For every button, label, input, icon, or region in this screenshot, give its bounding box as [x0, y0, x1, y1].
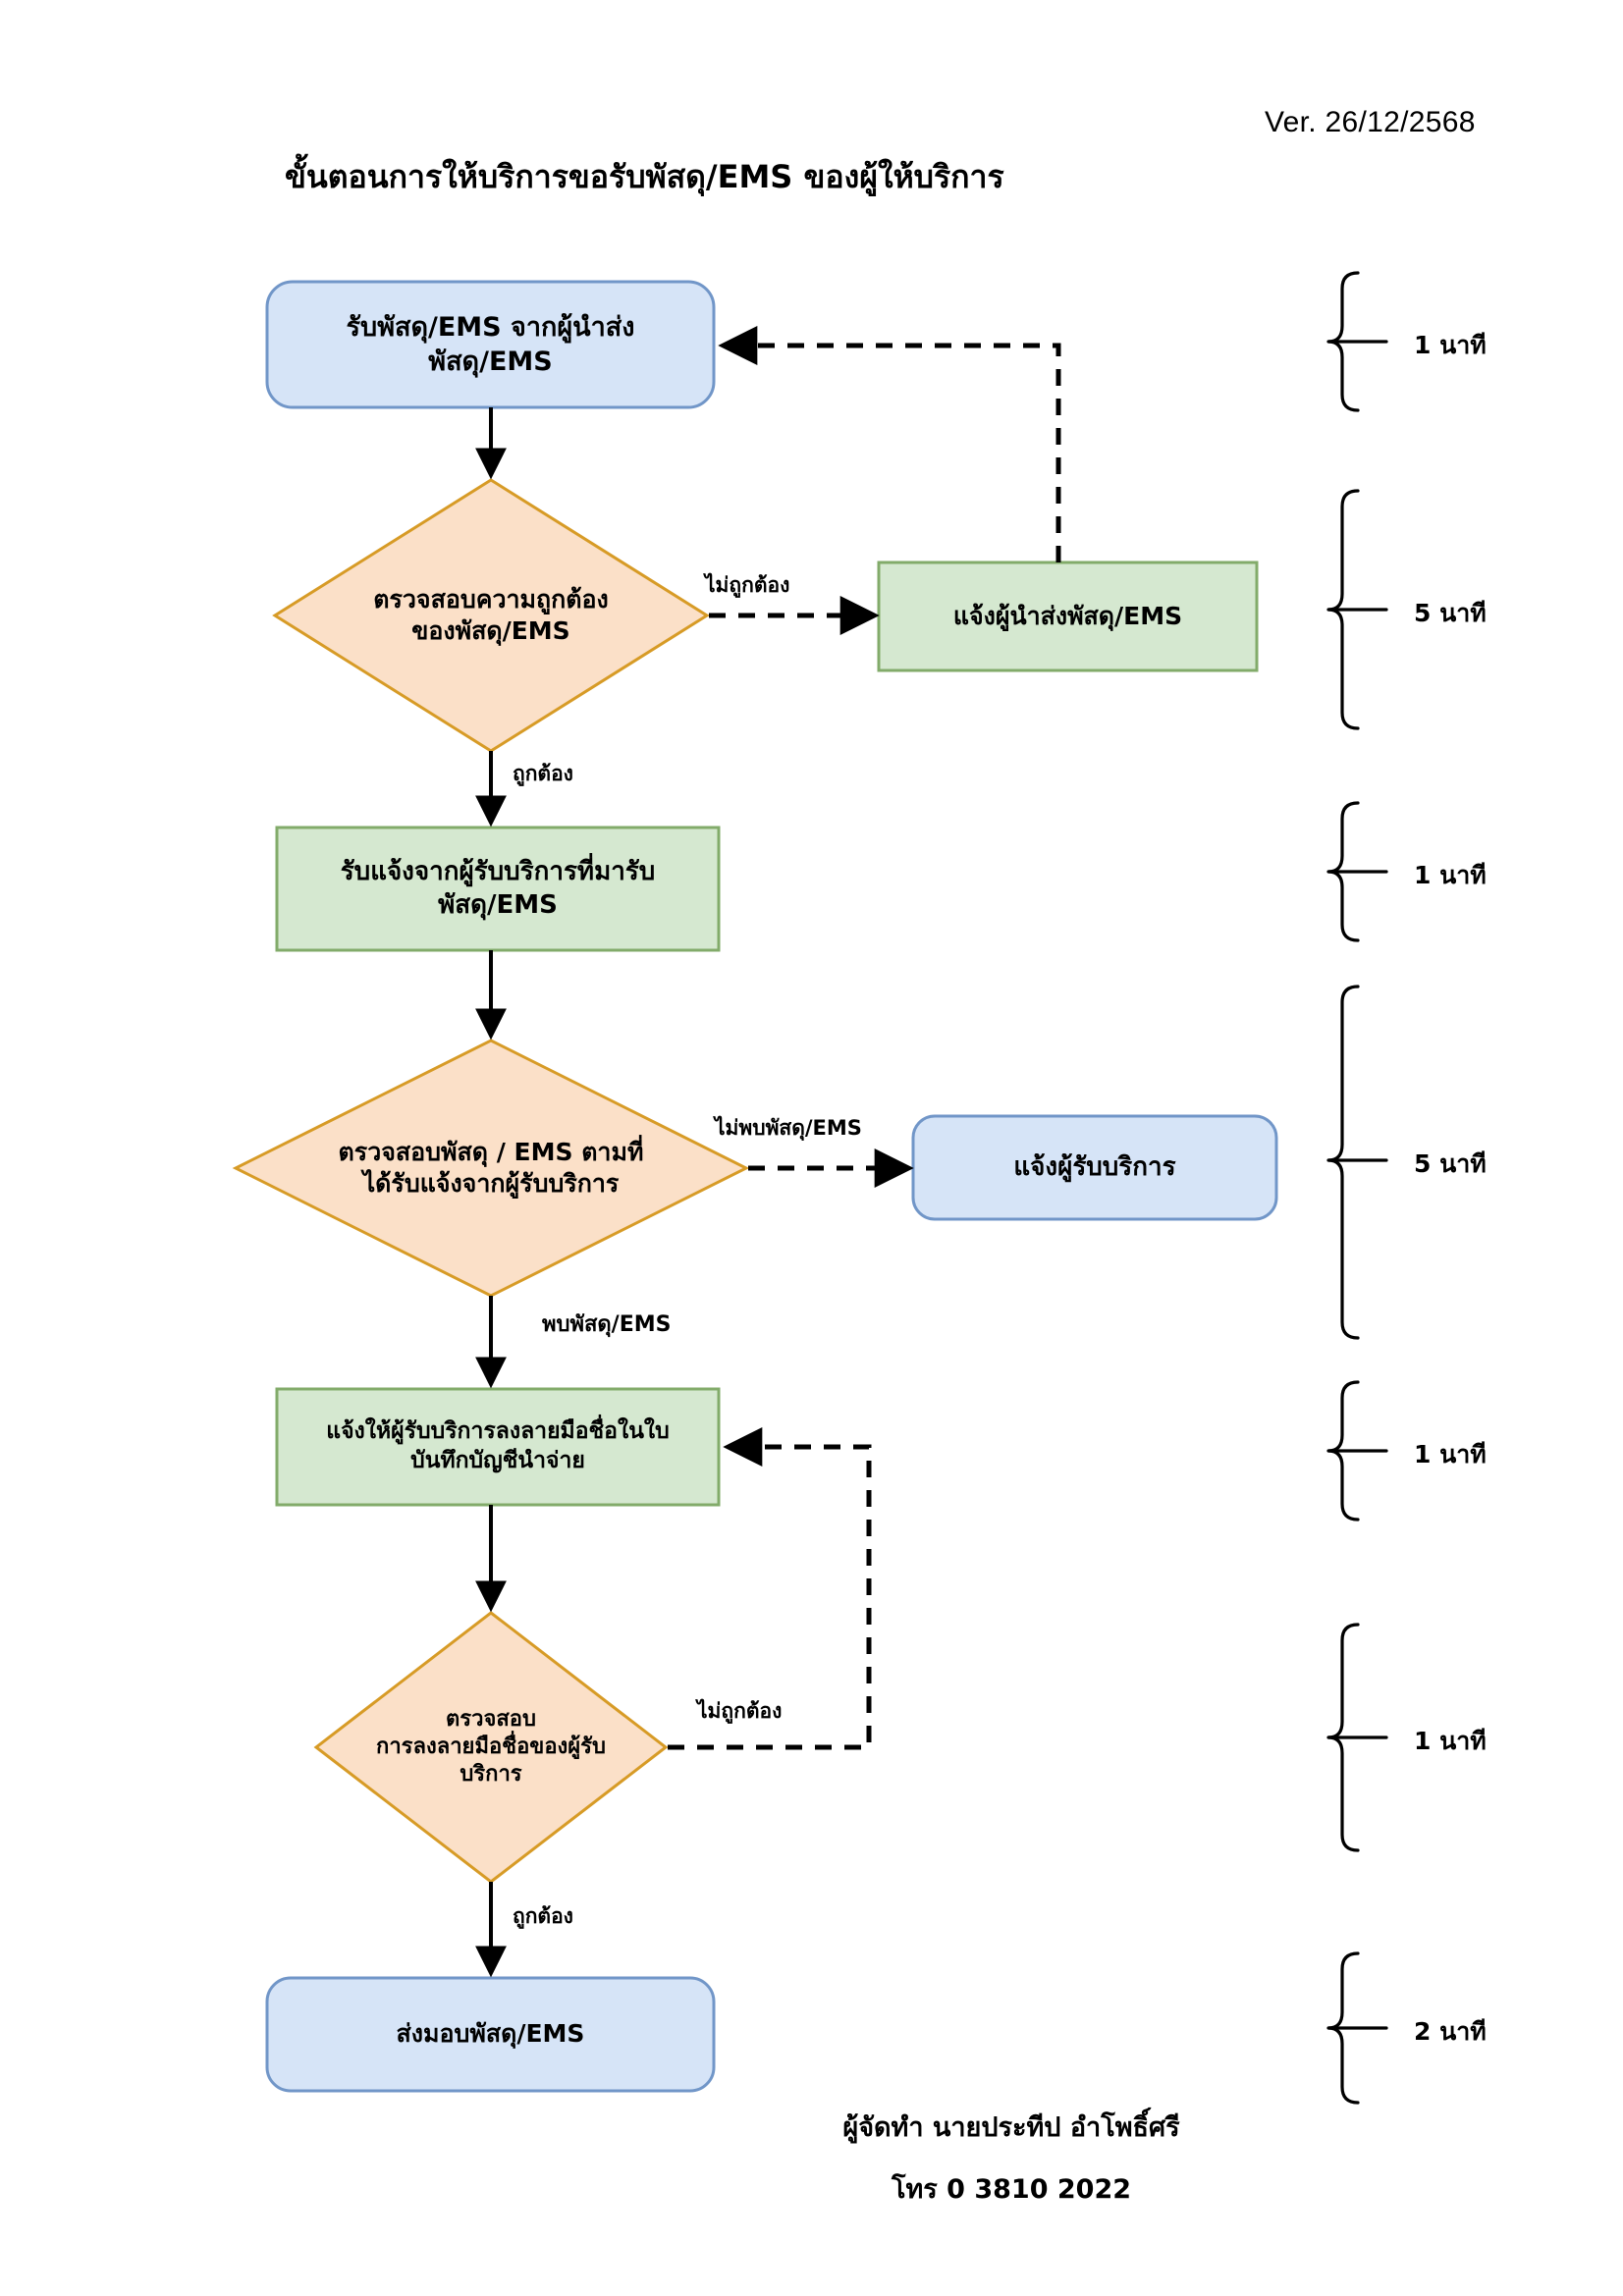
page-title: ขั้นตอนการให้บริการขอรับพัสดุ/EMS ของผู้… [285, 158, 1004, 195]
time-label-3: 1 นาที [1414, 861, 1487, 889]
edge-label-d3-yes: ถูกต้อง [513, 1904, 573, 1928]
node-d1-line-2: ของพัสดุ/EMS [411, 616, 570, 645]
node-n4-line-1: แจ้งผู้รับบริการ [1013, 1151, 1176, 1182]
node-n3-line-2: พัสดุ/EMS [438, 889, 558, 920]
node-n4[interactable]: แจ้งผู้รับบริการ [913, 1116, 1276, 1219]
time-label-5: 1 นาที [1414, 1440, 1487, 1468]
footer-phone: โทร 0 3810 2022 [891, 2174, 1132, 2205]
edge-label-d2-no: ไม่พบพัสดุ/EMS [715, 1116, 862, 1140]
connector-d3-n5-feedback [668, 1427, 872, 1750]
time-label-2: 5 นาที [1414, 599, 1487, 627]
node-d3-line-2: การลงลายมือชื่อของผู้รับ [376, 1734, 606, 1759]
node-d2-line-2: ได้รับแจ้งจากผู้รับบริการ [362, 1169, 620, 1198]
version-label: Ver. 26/12/2568 [1265, 106, 1476, 138]
node-d3-line-1: ตรวจสอบ [446, 1706, 536, 1732]
node-n1[interactable]: รับพัสดุ/EMS จากผู้นำส่ง พัสดุ/EMS [267, 282, 714, 407]
footer-author: ผู้จัดทำ นายประทีป อำโพธิ์ศรี [842, 2112, 1180, 2143]
time-label-4: 5 นาที [1414, 1149, 1487, 1178]
node-d1[interactable]: ตรวจสอบความถูกต้อง ของพัสดุ/EMS [275, 480, 707, 751]
edge-label-d2-yes: พบพัสดุ/EMS [542, 1312, 672, 1337]
node-shape-n5 [275, 1387, 721, 1507]
node-n3-line-1: รับแจ้งจากผู้รับบริการที่มารับ [340, 856, 656, 886]
node-n1-line-1: รับพัสดุ/EMS จากผู้นำส่ง [346, 311, 635, 343]
time-label-1: 1 นาที [1414, 331, 1487, 359]
node-n2-line-1: แจ้งผู้นำส่งพัสดุ/EMS [952, 601, 1183, 630]
time-label-6: 1 นาที [1414, 1727, 1487, 1755]
edge-label-d1-yes: ถูกต้อง [513, 762, 573, 785]
node-shape-n6 [265, 1976, 716, 2093]
node-n5-line-1: แจ้งให้ผู้รับบริการลงลายมือชื่อในใบ [326, 1418, 670, 1445]
brace-4 [1327, 985, 1360, 1340]
node-d3[interactable]: ตรวจสอบ การลงลายมือชื่อของผู้รับ บริการ [316, 1613, 666, 1882]
node-d2-line-1: ตรวจสอบพัสดุ / EMS ตามที่ [338, 1138, 644, 1166]
edge-label-d1-no: ไม่ถูกต้อง [705, 573, 790, 597]
node-shape-n2 [877, 561, 1259, 672]
node-n2[interactable]: แจ้งผู้นำส่งพัสดุ/EMS [879, 562, 1257, 670]
node-n6[interactable]: ส่งมอบพัสดุ/EMS [267, 1978, 714, 2091]
edge-label-d3-no: ไม่ถูกต้อง [697, 1699, 783, 1723]
node-n5[interactable]: แจ้งให้ผู้รับบริการลงลายมือชื่อในใบ บันท… [277, 1389, 719, 1505]
connector-n2-n1-feedback [718, 326, 1061, 562]
time-label-7: 2 นาที [1414, 2017, 1487, 2046]
node-n1-line-2: พัสดุ/EMS [428, 347, 553, 377]
node-n5-line-2: บันทึกบัญชีนำจ่าย [410, 1448, 585, 1473]
node-d2[interactable]: ตรวจสอบพัสดุ / EMS ตามที่ ได้รับแจ้งจากผ… [236, 1041, 746, 1296]
node-n3[interactable]: รับแจ้งจากผู้รับบริการที่มารับ พัสดุ/EMS [277, 828, 719, 950]
node-d1-line-1: ตรวจสอบความถูกต้อง [373, 585, 609, 614]
node-shape-n3 [275, 826, 721, 952]
node-n6-line-1: ส่งมอบพัสดุ/EMS [396, 2019, 585, 2049]
node-d3-line-3: บริการ [460, 1762, 522, 1788]
